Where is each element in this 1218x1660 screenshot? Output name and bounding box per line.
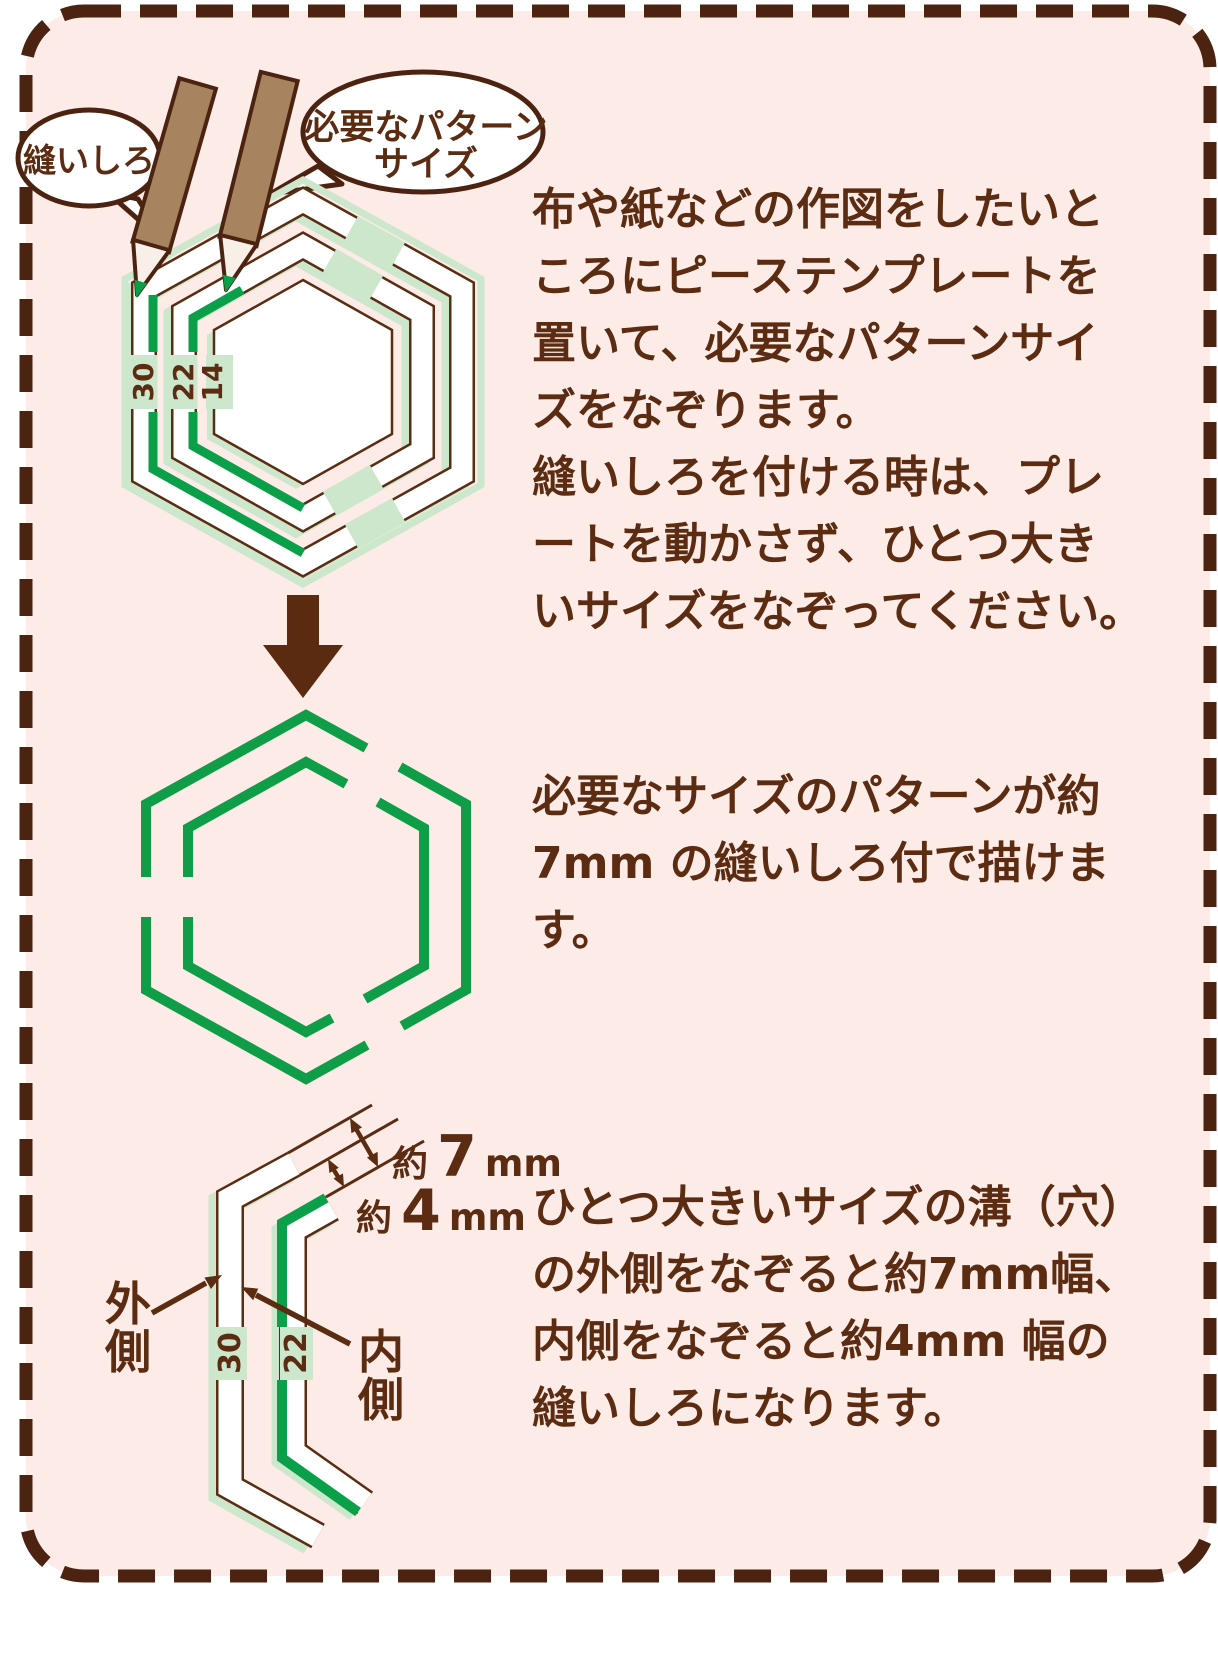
paragraph-line: 縫いしろを付ける時は、プレ (532, 452, 1104, 503)
pencil-lead (223, 274, 236, 293)
inner-side-callout: 内 側 (241, 1287, 404, 1427)
bridge-tab-30-upper-right (344, 216, 406, 266)
label-7mm-value: 7 (437, 1124, 477, 1190)
paragraph-line: ころにピーステンプレートを (532, 251, 1101, 302)
trace-size-30 (148, 295, 306, 557)
bubble-pattern-text-line2: サイズ (374, 144, 478, 185)
measurement-projection-lines (287, 1103, 425, 1199)
label-4mm-prefix: 約 (356, 1198, 392, 1239)
instruction-paragraph-3: ひとつ大きいサイズの溝（穴） の外側をなぞると約7mm幅、 内側をなぞると約4m… (532, 1174, 1144, 1442)
paragraph-line: す。 (532, 905, 616, 956)
label-7mm-prefix: 約 (392, 1144, 428, 1185)
pencil-lead (134, 279, 148, 298)
paragraph-line: ズをなぞります。 (532, 385, 880, 436)
hole-14 (212, 278, 394, 486)
bridge-tab-14-left (206, 355, 233, 409)
pencil-seam (130, 75, 219, 298)
label-7mm: 約 7 mm (392, 1124, 562, 1190)
bridge-tab-22-lower-right (322, 464, 384, 516)
inner-arrowhead (241, 1287, 259, 1301)
label-4mm-unit: mm (449, 1196, 526, 1239)
measure-arrow-4mm (328, 1159, 344, 1187)
detail-size-30-label: 30 (213, 1332, 248, 1374)
paragraph-line: 置いて、必要なパターンサイ (532, 318, 1099, 369)
instruction-paragraph-1: 布や紙などの作図をしたいと ころにピーステンプレートを 置いて、必要なパターンサ… (532, 176, 1143, 645)
measure-arrow-7mm (350, 1118, 378, 1167)
template-plate-edge (121, 175, 485, 589)
outer-arrowhead (204, 1275, 222, 1289)
inner-label-char2: 側 (357, 1373, 404, 1427)
inner-label-char1: 内 (358, 1325, 404, 1379)
detail-green-trace (277, 1193, 361, 1517)
detail-size-22-label: 22 (279, 1332, 314, 1374)
traced-hexagon-outer (141, 709, 471, 1085)
paragraph-line: 布や紙などの作図をしたいと (532, 184, 1104, 235)
outer-side-callout: 外 側 (104, 1275, 222, 1379)
label-7mm-unit: mm (485, 1142, 562, 1185)
bridge-tab-22-upper-right (322, 248, 384, 300)
channel-22-slot (173, 233, 433, 531)
bubble-seam-text: 縫いしろ (23, 141, 155, 180)
outer-label-char1: 外 (105, 1277, 151, 1331)
paragraph-line: 内側をなぞると約4mm 幅の (532, 1316, 1110, 1367)
groove-detail-diagram: 30 22 約 7 mm 約 4 (104, 1103, 562, 1554)
paragraph-line: ートを動かさず、ひとつ大き (532, 519, 1098, 570)
paragraph-line: いサイズをなぞってください。 (532, 586, 1144, 637)
paragraph-line: 7mm の縫いしろ付で描けま (532, 838, 1110, 889)
bridge-tab-22-left (170, 355, 198, 409)
paragraph-line: 必要なサイズのパターンが約 (532, 771, 1101, 822)
paragraph-line: 縫いしろになります。 (532, 1383, 968, 1434)
pencil-wood-tip (131, 237, 172, 297)
pencil-wood-tip (218, 232, 260, 292)
template-size-22-label: 22 (167, 363, 200, 402)
pencil-pattern (217, 69, 301, 293)
outer-label-char2: 側 (104, 1325, 151, 1379)
label-4mm-value: 4 (401, 1178, 441, 1244)
bubble-outline (300, 69, 546, 195)
traced-hexagon-inner (183, 756, 429, 1038)
label-4mm: 約 4 mm (356, 1178, 526, 1244)
paragraph-line: ひとつ大きいサイズの溝（穴） (532, 1182, 1144, 1233)
instruction-paragraph-2: 必要なサイズのパターンが約 7mm の縫いしろ付で描けま す。 (532, 763, 1110, 964)
bubble-pattern-text-line1: 必要なパターン (304, 108, 547, 148)
template-size-30-label: 30 (127, 363, 160, 402)
template-size-14-label: 14 (196, 363, 229, 402)
channel-30-slot (133, 188, 473, 576)
down-arrow-icon (263, 595, 343, 698)
paragraph-line: の外側をなぞると約7mm幅、 (532, 1249, 1139, 1300)
detail-tab-22 (280, 1327, 313, 1380)
trace-size-22 (188, 286, 306, 512)
bridge-tab-30-lower-right (344, 498, 406, 548)
bridge-tab-30-left (130, 355, 158, 409)
traced-hexagons-diagram (141, 709, 471, 1085)
detail-tab-30 (214, 1327, 247, 1380)
